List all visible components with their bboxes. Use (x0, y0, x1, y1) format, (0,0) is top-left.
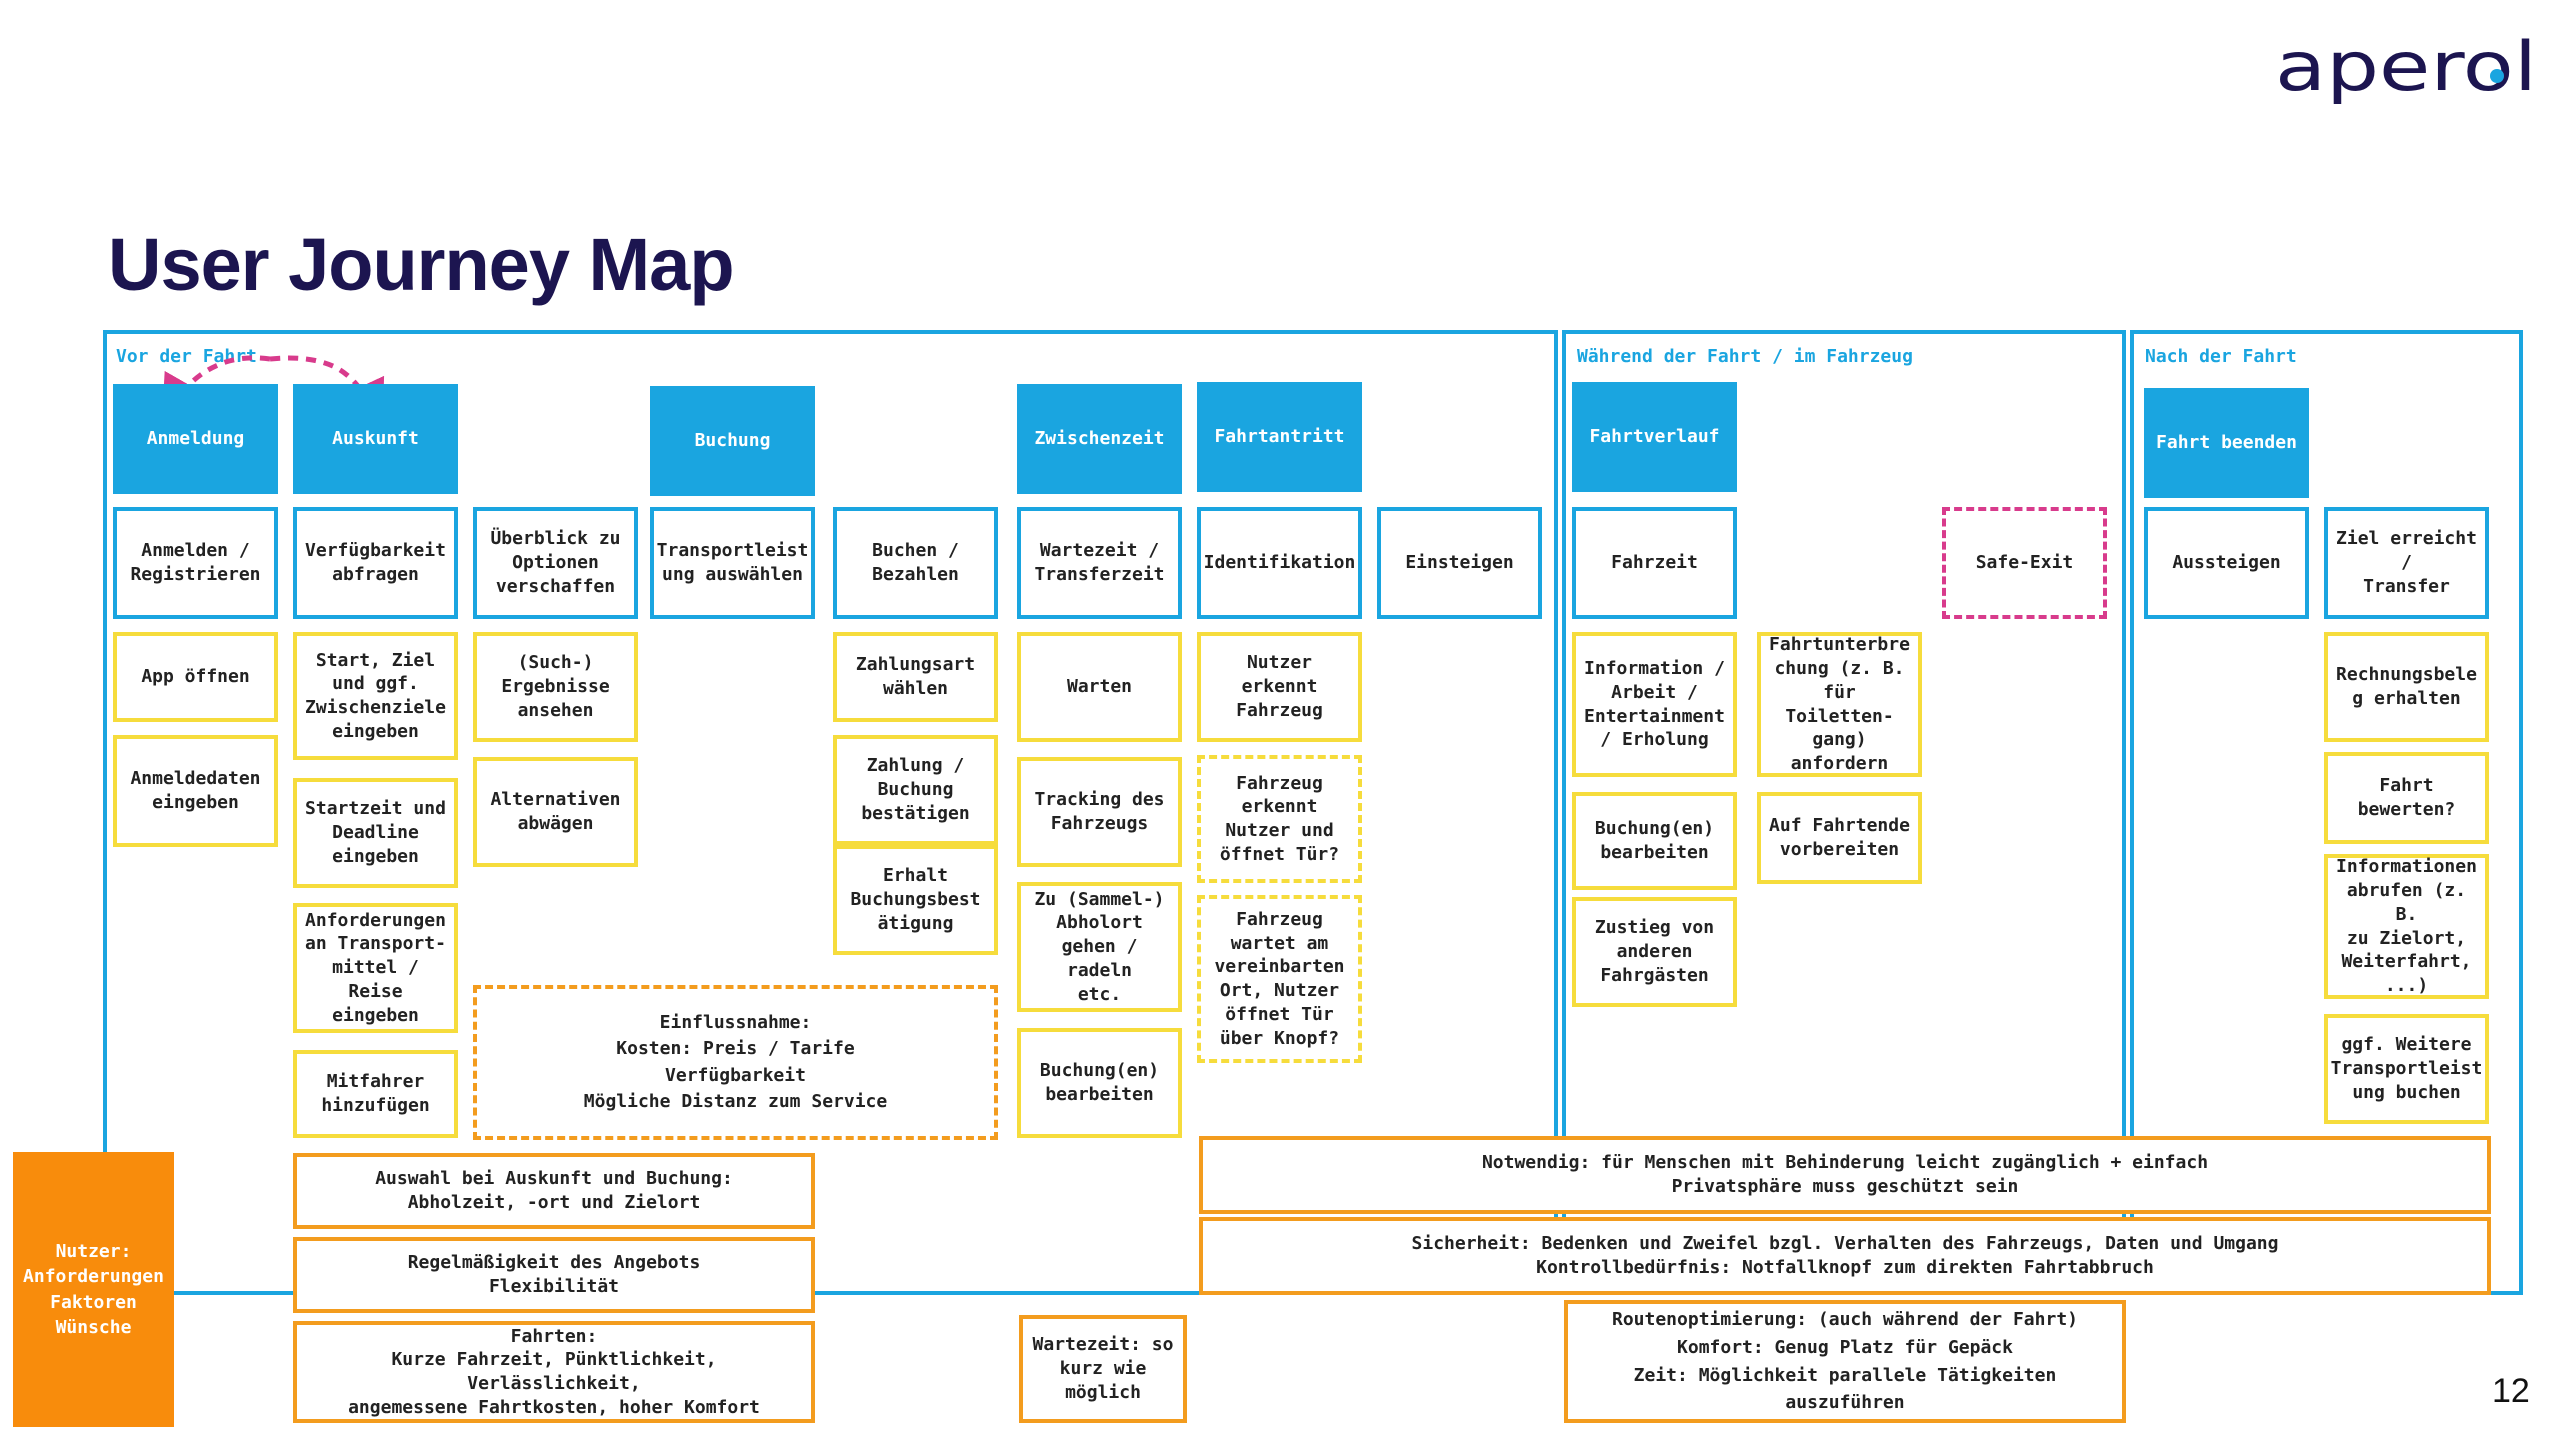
detail-information: Information / Arbeit / Entertainment / E… (1572, 632, 1737, 777)
detail-mitfahrer: Mitfahrer hinzufügen (293, 1050, 458, 1138)
detail-buchungen-bearbeiten-1: Buchung(en) bearbeiten (1017, 1028, 1182, 1138)
detail-anforderungen: Anforderungen an Transport- mittel / Rei… (293, 903, 458, 1033)
factor-einflussnahme: Einflussnahme: Kosten: Preis / Tarife Ve… (473, 985, 998, 1140)
header-zwischenzeit: Zwischenzeit (1017, 384, 1182, 494)
step-ueberblick: Überblick zu Optionen verschaffen (473, 507, 638, 619)
step-transportleistung: Transportleist ung auswählen (650, 507, 815, 619)
header-buchung: Buchung (650, 386, 815, 496)
detail-bewerten: Fahrt bewerten? (2324, 752, 2489, 844)
detail-informationen-abrufen: Informationen abrufen (z. B. zu Zielort,… (2324, 854, 2489, 999)
step-safe-exit: Safe-Exit (1942, 507, 2107, 619)
page-title: User Journey Map (108, 223, 735, 306)
detail-startzeit: Startzeit und Deadline eingeben (293, 778, 458, 888)
detail-fahrtunterbrechung: Fahrtunterbre chung (z. B. für Toiletten… (1757, 632, 1922, 777)
step-einsteigen: Einsteigen (1377, 507, 1542, 619)
detail-zahlung-bestaetigen: Zahlung / Buchung bestätigen (833, 735, 998, 845)
detail-warten: Warten (1017, 632, 1182, 742)
header-fahrtverlauf: Fahrtverlauf (1572, 382, 1737, 492)
detail-buchungen-bearbeiten-2: Buchung(en) bearbeiten (1572, 792, 1737, 890)
factor-regelmaessigkeit: Regelmäßigkeit des Angebots Flexibilität (293, 1237, 815, 1313)
factor-routen: Routenoptimierung: (auch während der Fah… (1564, 1300, 2126, 1423)
page-number: 12 (2492, 1372, 2530, 1410)
logo-text: aperol (2275, 30, 2537, 107)
detail-anmeldedaten: Anmeldedaten eingeben (113, 735, 278, 847)
phase-after-label: Nach der Fahrt (2145, 346, 2297, 367)
header-fahrt-beenden: Fahrt beenden (2144, 388, 2309, 498)
detail-alternativen: Alternativen abwägen (473, 757, 638, 867)
step-verfuegbarkeit: Verfügbarkeit abfragen (293, 507, 458, 619)
phase-before-frame (103, 330, 1558, 1295)
factor-fahrten: Fahrten: Kurze Fahrzeit, Pünktlichkeit, … (293, 1321, 815, 1423)
user-requirements-box: Nutzer: Anforderungen Faktoren Wünsche (13, 1152, 174, 1427)
detail-rechnung: Rechnungsbele g erhalten (2324, 632, 2489, 742)
header-auskunft: Auskunft (293, 384, 458, 494)
step-aussteigen: Aussteigen (2144, 507, 2309, 619)
detail-fahrzeug-erkennt: Fahrzeug erkennt Nutzer und öffnet Tür? (1197, 755, 1362, 883)
detail-zahlungsart: Zahlungsart wählen (833, 632, 998, 722)
factor-auswahl: Auswahl bei Auskunft und Buchung: Abholz… (293, 1153, 815, 1229)
header-anmeldung: Anmeldung (113, 384, 278, 494)
phase-before-label: Vor der Fahrt (116, 346, 257, 367)
header-fahrtantritt: Fahrtantritt (1197, 382, 1362, 492)
step-identifikation: Identifikation (1197, 507, 1362, 619)
detail-buchungsbestaetigung: Erhalt Buchungsbest ätigung (833, 845, 998, 955)
step-wartezeit: Wartezeit / Transferzeit (1017, 507, 1182, 619)
factor-wartezeit-kurz: Wartezeit: so kurz wie möglich (1019, 1315, 1187, 1423)
detail-zustieg: Zustieg von anderen Fahrgästen (1572, 897, 1737, 1007)
step-anmelden: Anmelden / Registrieren (113, 507, 278, 619)
step-fahrzeit: Fahrzeit (1572, 507, 1737, 619)
phase-during-label: Während der Fahrt / im Fahrzeug (1577, 346, 1913, 367)
detail-start-ziel: Start, Ziel und ggf. Zwischenziele einge… (293, 632, 458, 760)
factor-notwendig: Notwendig: für Menschen mit Behinderung … (1199, 1136, 2491, 1214)
aperol-logo: aperol (2275, 30, 2537, 107)
step-ziel: Ziel erreicht / Transfer (2324, 507, 2489, 619)
detail-ergebnisse: (Such-) Ergebnisse ansehen (473, 632, 638, 742)
detail-abholort: Zu (Sammel-) Abholort gehen / radeln etc… (1017, 882, 1182, 1012)
step-buchen: Buchen / Bezahlen (833, 507, 998, 619)
detail-fahrzeug-wartet: Fahrzeug wartet am vereinbarten Ort, Nut… (1197, 895, 1362, 1063)
detail-nutzer-erkennt: Nutzer erkennt Fahrzeug (1197, 632, 1362, 742)
logo-dot-icon (2490, 69, 2504, 83)
detail-tracking: Tracking des Fahrzeugs (1017, 757, 1182, 867)
detail-weitere-transport: ggf. Weitere Transportleist ung buchen (2324, 1014, 2489, 1124)
detail-app-oeffnen: App öffnen (113, 632, 278, 722)
factor-sicherheit: Sicherheit: Bedenken und Zweifel bzgl. V… (1199, 1217, 2491, 1295)
detail-fahrtende: Auf Fahrtende vorbereiten (1757, 792, 1922, 884)
